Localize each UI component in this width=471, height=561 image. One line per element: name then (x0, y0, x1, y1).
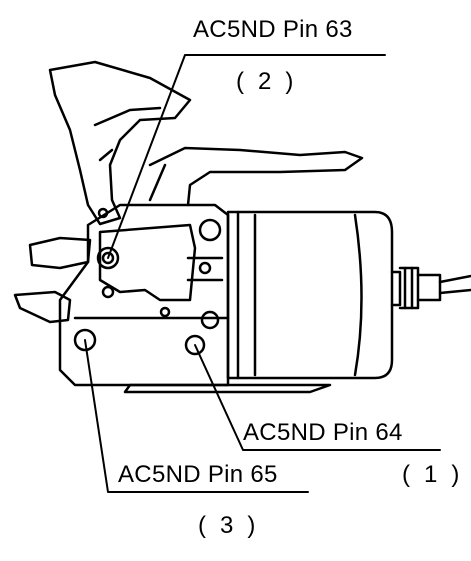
callout-pin63-label: AC5ND Pin 63 (193, 16, 353, 43)
callout-pin63-number: (2) (236, 68, 308, 95)
callout-pin64-number: (1) (402, 461, 471, 488)
callout-pin65-label: AC5ND Pin 65 (118, 461, 278, 488)
callout-pin65-number: (3) (198, 512, 270, 539)
tool-body (58, 203, 230, 387)
upper-jaw-lever (48, 60, 192, 226)
leader-pin65 (84, 339, 309, 493)
callout-pin64-label: AC5ND Pin 64 (243, 419, 403, 446)
cable-connector (390, 266, 471, 310)
front-jaws (13, 236, 92, 324)
leader-pin64 (194, 344, 441, 451)
base-foot (123, 383, 332, 394)
motor-housing (226, 210, 394, 380)
top-handle (148, 146, 364, 207)
leader-pin63 (107, 54, 386, 259)
